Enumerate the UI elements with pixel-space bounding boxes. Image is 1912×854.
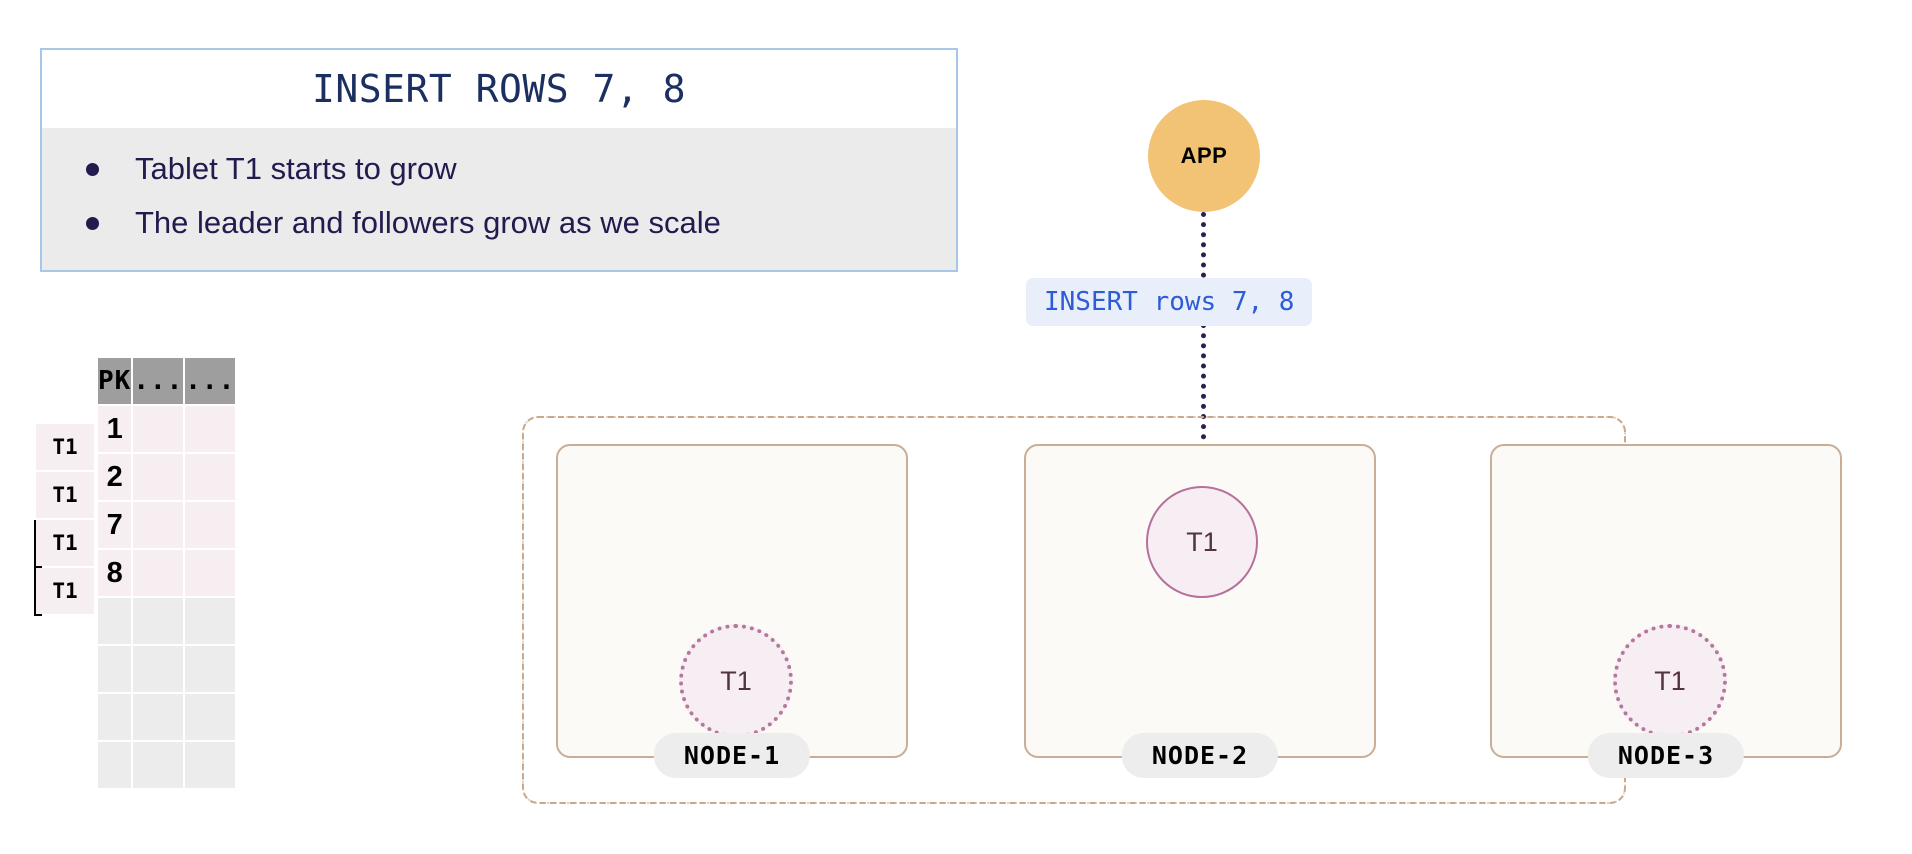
- row-tablet-label: T1: [36, 520, 94, 566]
- row-tablet-label: T1: [36, 424, 94, 470]
- cell-pk: 7: [98, 502, 132, 548]
- cell-col3: [185, 502, 236, 548]
- rows-table: PK ... ... 1 2 7 8: [96, 356, 237, 790]
- callout-box: INSERT ROWS 7, 8 Tablet T1 starts to gro…: [40, 48, 958, 272]
- tablet-label: T1: [1186, 526, 1218, 557]
- table-row: 8: [98, 550, 236, 596]
- bullet-dot-icon: [86, 216, 99, 230]
- table-row: 2: [98, 454, 236, 500]
- node-box-1: T1 NODE-1: [556, 444, 908, 778]
- tablet-leader: T1: [1146, 486, 1258, 598]
- tablet-label: T1: [1654, 665, 1686, 696]
- cell-col3: [185, 694, 236, 740]
- node-label: NODE-2: [1121, 733, 1279, 778]
- list-item: Tablet T1 starts to grow: [42, 142, 956, 196]
- table-row: [98, 694, 236, 740]
- cell-col2: [133, 550, 184, 596]
- cell-col2: [133, 454, 184, 500]
- cell-col2: [133, 694, 184, 740]
- node-label: NODE-1: [653, 733, 811, 778]
- cell-pk: [98, 694, 132, 740]
- column-header-col2: ...: [133, 358, 184, 404]
- cell-pk: [98, 646, 132, 692]
- cell-col2: [133, 406, 184, 452]
- tablet-follower: T1: [679, 624, 793, 738]
- tablet-follower: T1: [1613, 624, 1727, 738]
- table-row: 7: [98, 502, 236, 548]
- cell-pk: [98, 742, 132, 788]
- table-header-row: PK ... ...: [98, 358, 236, 404]
- bullet-text: Tablet T1 starts to grow: [135, 151, 457, 186]
- app-node: APP: [1148, 100, 1260, 212]
- row-tablet-label: T1: [36, 568, 94, 614]
- list-item: The leader and followers grow as we scal…: [42, 196, 956, 250]
- flow-line: [1201, 212, 1206, 490]
- cell-col2: [133, 742, 184, 788]
- column-header-pk: PK: [98, 358, 132, 404]
- cell-pk: 1: [98, 406, 132, 452]
- table-row: [98, 598, 236, 644]
- table-row: [98, 742, 236, 788]
- cell-col3: [185, 550, 236, 596]
- callout-title: INSERT ROWS 7, 8: [42, 50, 956, 128]
- cell-col2: [133, 646, 184, 692]
- query-label: INSERT rows 7, 8: [1026, 278, 1313, 326]
- cell-col3: [185, 646, 236, 692]
- cell-col3: [185, 742, 236, 788]
- node-box-2: T1 NODE-2: [1024, 444, 1376, 778]
- node-box-3: T1 NODE-3: [1490, 444, 1842, 778]
- cell-col2: [133, 598, 184, 644]
- cell-col3: [185, 406, 236, 452]
- table-row: 1: [98, 406, 236, 452]
- cell-pk: 8: [98, 550, 132, 596]
- cell-col3: [185, 598, 236, 644]
- callout-bullet-list: Tablet T1 starts to grow The leader and …: [42, 128, 956, 270]
- row-tablet-label: T1: [36, 472, 94, 518]
- cell-pk: 2: [98, 454, 132, 500]
- table-row: [98, 646, 236, 692]
- app-label: APP: [1180, 143, 1228, 168]
- cell-col2: [133, 502, 184, 548]
- cell-pk: [98, 598, 132, 644]
- column-header-col3: ...: [185, 358, 236, 404]
- bullet-text: The leader and followers grow as we scal…: [135, 205, 721, 240]
- bullet-dot-icon: [86, 162, 99, 176]
- node-label: NODE-3: [1587, 733, 1745, 778]
- tablet-label: T1: [720, 665, 752, 696]
- cell-col3: [185, 454, 236, 500]
